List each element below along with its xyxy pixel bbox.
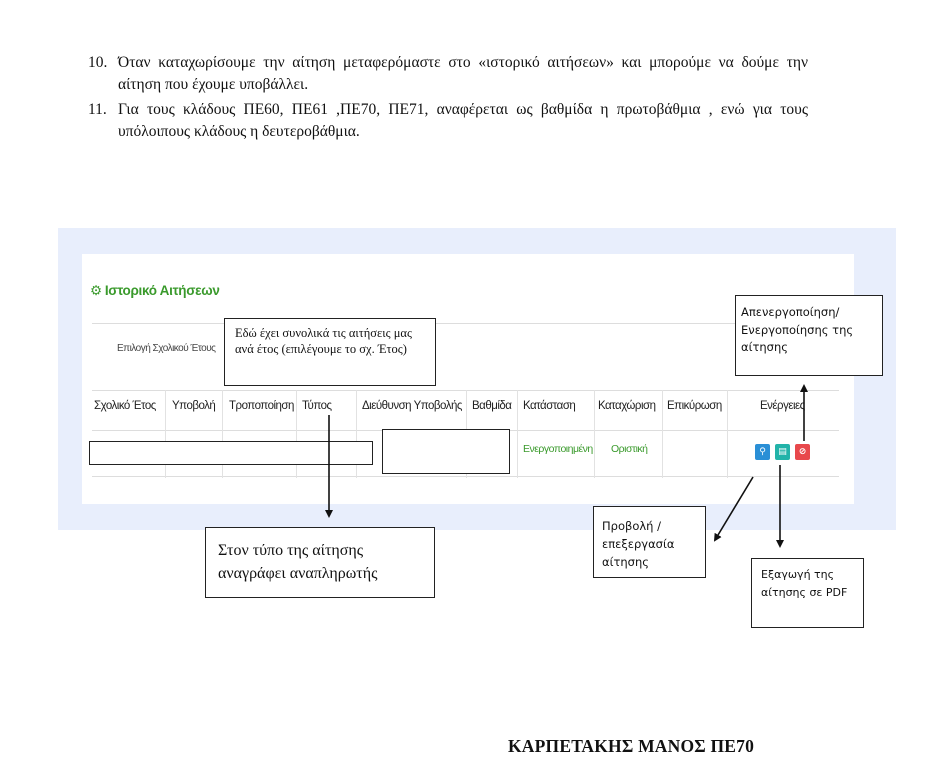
ban-icon: ⊘ [798, 447, 807, 457]
view-button[interactable]: ⚲ [755, 444, 770, 460]
column-header[interactable]: Υποβολή [172, 400, 216, 412]
callout-toggle: Απενεργοποίηση/ Ενεργοποίησης της αίτηση… [735, 295, 883, 376]
instruction-text: Για τους κλάδους ΠΕ60, ΠΕ61 ,ΠΕ70, ΠΕ71,… [118, 101, 808, 140]
redaction-box [382, 429, 510, 474]
column-header[interactable]: Καταχώριση [598, 400, 656, 412]
column-separator [594, 390, 595, 478]
history-title: ⚙Ιστορικό Αιτήσεων [90, 283, 220, 298]
column-separator [296, 390, 297, 478]
column-header[interactable]: Τροποποίηση [229, 400, 294, 412]
instruction-number: 10. [88, 54, 108, 71]
column-separator [662, 390, 663, 478]
table-top-border [92, 390, 839, 391]
file-icon: ▤ [778, 447, 787, 457]
search-icon: ⚲ [759, 447, 766, 457]
instruction-item: 11. Για τους κλάδους ΠΕ60, ΠΕ61 ,ΠΕ70, Π… [88, 99, 808, 143]
column-header[interactable]: Διεύθυνση Υποβολής [362, 400, 462, 412]
column-separator [222, 390, 223, 478]
callout-year: Εδώ έχει συνολικά τις αιτήσεις μας ανά έ… [224, 318, 436, 386]
callout-view: Προβολή / επεξεργασία αίτησης [593, 506, 706, 578]
column-header[interactable]: Βαθμίδα [472, 400, 512, 412]
column-header[interactable]: Σχολικό Έτος [94, 400, 156, 412]
column-separator [165, 390, 166, 478]
arrow-to-view-callout [713, 476, 754, 542]
export-pdf-button[interactable]: ▤ [775, 444, 790, 460]
callout-export: Εξαγωγή της αίτησης σε PDF [751, 558, 864, 628]
column-separator [356, 390, 357, 478]
column-separator [517, 390, 518, 478]
gear-icon: ⚙ [90, 283, 102, 298]
toggle-button[interactable]: ⊘ [795, 444, 810, 460]
status-cell: Ενεργοποιημένη [523, 443, 593, 455]
column-header[interactable]: Επικύρωση [667, 400, 722, 412]
column-separator [727, 390, 728, 478]
divider [92, 323, 839, 324]
registration-cell: Οριστική [611, 443, 648, 455]
column-header[interactable]: Κατάσταση [523, 400, 576, 412]
column-header[interactable]: Ενέργειες [760, 400, 805, 412]
redaction-box [89, 441, 373, 465]
instruction-number: 11. [88, 101, 107, 118]
column-header[interactable]: Τύπος [302, 400, 332, 412]
instruction-list: 10. Όταν καταχωρίσουμε την αίτηση μεταφε… [88, 52, 808, 146]
year-select-label[interactable]: Επιλογή Σχολικού Έτους [117, 343, 216, 354]
instruction-text: Όταν καταχωρίσουμε την αίτηση μεταφερόμα… [118, 54, 808, 93]
row-border [92, 476, 839, 477]
instruction-item: 10. Όταν καταχωρίσουμε την αίτηση μεταφε… [88, 52, 808, 96]
author-signature: ΚΑΡΠΕΤΑΚΗΣ ΜΑΝΟΣ ΠΕ70 [508, 736, 755, 756]
callout-type: Στον τύπο της αίτησης αναγράφει αναπληρω… [205, 527, 435, 598]
